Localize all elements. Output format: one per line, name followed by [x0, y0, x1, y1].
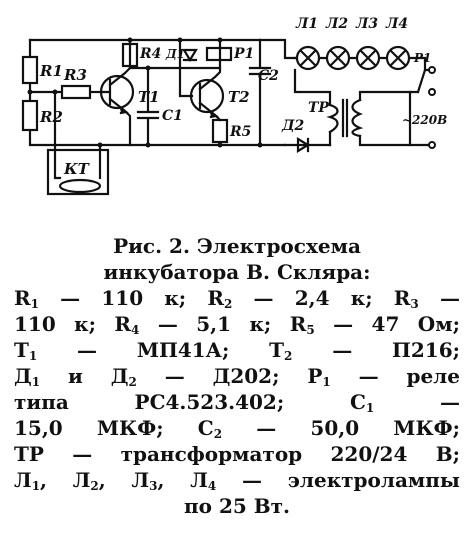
label-t1: T1 — [138, 88, 160, 106]
caption-subtitle: инкубатора В. Скляра: — [103, 260, 371, 284]
t1-collector — [108, 38, 132, 87]
caption-capacitors-line: 15,0 МКФ; С2 — 50,0 МКФ; — [14, 416, 460, 441]
label-kt: КТ — [63, 160, 91, 178]
label-r4: R4 — [139, 46, 161, 62]
mains-terminal-top — [428, 88, 436, 96]
thermistor-kt-frame — [46, 148, 110, 196]
t1-emitter-arrow — [118, 106, 129, 115]
transformer-core — [341, 98, 349, 138]
label-d2: Д2 — [281, 118, 304, 134]
resistor-r4 — [121, 42, 139, 68]
transformer-primary-coil — [351, 98, 364, 138]
label-c2: C2 — [258, 68, 279, 84]
label-l3: Л3 — [355, 16, 378, 32]
label-t2: T2 — [228, 88, 250, 106]
junction-dot — [97, 142, 103, 148]
left-rail-wire-low — [28, 128, 102, 147]
junction-dot — [52, 89, 58, 95]
label-c1: C1 — [162, 108, 183, 124]
thermistor-wire — [53, 90, 62, 180]
junction-dot — [145, 142, 151, 148]
label-l2: Л2 — [325, 16, 348, 32]
transformer-primary-wire — [358, 90, 432, 147]
diode-d1 — [182, 48, 198, 63]
capacitor-c2 — [248, 38, 272, 147]
t1-emitter — [108, 97, 132, 147]
caption-resistors-line: R1 — 110 к; R2 — 2,4 к; R3 — — [14, 286, 460, 311]
label-r5: R5 — [229, 124, 251, 140]
resistor-r2 — [21, 99, 39, 132]
caption-lamps-line: Л1, Л2, Л3, Л4 — электролампы — [14, 468, 460, 493]
label-l4: Л4 — [385, 16, 408, 32]
figure-caption: Рис. 2. Электросхема инкубатора В. Скляр… — [14, 233, 460, 519]
d1-p1-frame — [178, 38, 222, 70]
lamp-l1-icon — [295, 45, 321, 71]
junction-dot — [217, 37, 223, 43]
junction-dot — [27, 89, 33, 95]
t1-to-t2-wire — [128, 66, 194, 98]
caption-title: Рис. 2. Электросхема — [113, 234, 361, 258]
resistor-r5 — [211, 118, 229, 144]
resistor-r3 — [60, 84, 92, 100]
label-mains: ~220В — [402, 113, 447, 127]
t2-emitter-arrow — [208, 110, 219, 119]
junction-dot — [217, 142, 223, 148]
t2-collector — [198, 66, 222, 91]
caption-diodes-relay-line: Д1 и Д2 — Д202; Р1 — реле — [14, 364, 460, 389]
label-p1-contact: P1 — [413, 51, 431, 65]
resistor-r1 — [21, 55, 39, 85]
top-rail-to-lamps-wire — [258, 38, 297, 60]
thermistor-kt-bulb — [58, 178, 102, 194]
lamp-l4-icon — [385, 45, 411, 71]
junction-dot — [257, 142, 263, 148]
label-r3: R3 — [63, 66, 87, 84]
diode-d2 — [296, 137, 311, 153]
caption-resistors-line-2: 110 к; R4 — 5,1 к; R5 — 47 Ом; — [14, 312, 460, 337]
junction-dot — [145, 65, 151, 71]
label-tr: ТР — [308, 100, 329, 116]
caption-transformer-line: ТР — трансформатор 220/24 В; — [14, 442, 460, 466]
label-r2: R2 — [39, 108, 63, 126]
junction-dot — [177, 37, 183, 43]
relay-contact-terminal — [428, 66, 436, 74]
label-p1: P1 — [233, 46, 254, 62]
transformer-secondary-wire — [293, 68, 332, 147]
label-r1: R1 — [39, 62, 63, 80]
transistor-t2-body — [189, 78, 225, 114]
label-d1: Д1 — [165, 47, 185, 61]
transformer-secondary-coil — [326, 103, 339, 134]
lamp-l2-icon — [325, 45, 351, 71]
relay-contact-wire — [416, 68, 427, 94]
junction-dot — [127, 37, 133, 43]
mains-terminal-bottom — [428, 141, 436, 149]
incubator-circuit-schematic: R1 R2 R3 R4 Д1 P1 T1 T2 C1 C2 R5 Д2 ТР К… — [21, 16, 447, 196]
relay-p1-coil — [205, 46, 233, 62]
lamp-l3-icon — [355, 45, 381, 71]
caption-last-line: по 25 Вт. — [184, 494, 290, 518]
caption-transistors-line: T1 — МП41А; T2 — П216; — [14, 338, 460, 363]
capacitor-c1 — [136, 66, 160, 147]
label-l1: Л1 — [295, 16, 318, 32]
caption-relay-type-line: типа РС4.523.402; С1 — — [14, 390, 460, 415]
